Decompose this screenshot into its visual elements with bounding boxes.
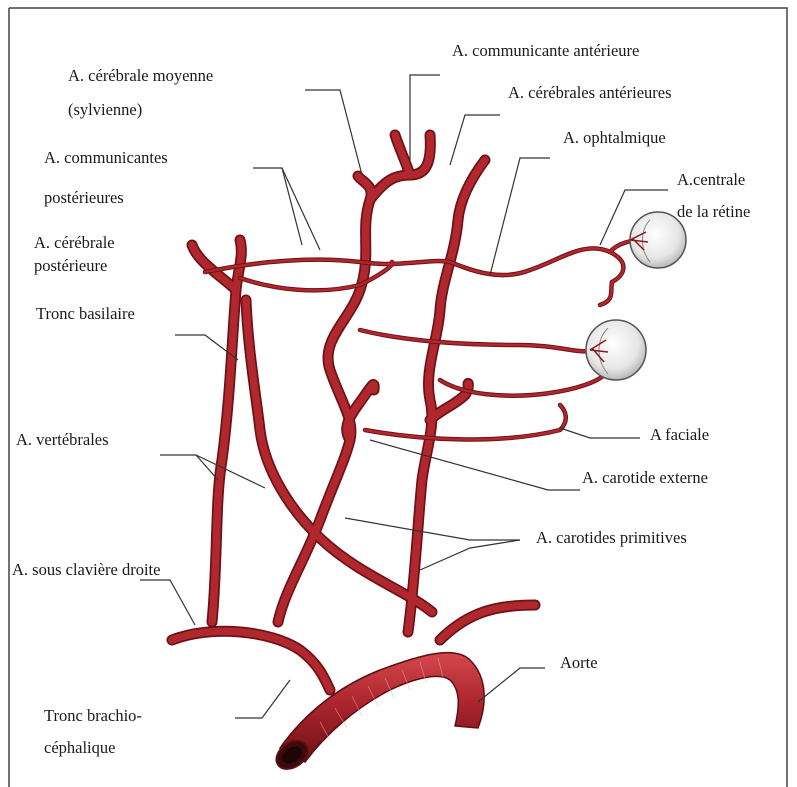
label-cephalique: céphalique xyxy=(44,740,115,757)
label-tronc-basilaire: Tronc basilaire xyxy=(36,306,135,323)
aorta-shape xyxy=(271,653,484,775)
label-posterieures: postérieures xyxy=(44,190,124,207)
label-carotides-primitives: A. carotides primitives xyxy=(536,530,687,547)
label-cerebrale: A. cérébrale xyxy=(34,235,115,252)
label-de-la-retine: de la rétine xyxy=(677,204,750,221)
label-posterieure: postérieure xyxy=(34,258,107,275)
label-centrale: A.centrale xyxy=(677,172,745,189)
label-communicantes: A. communicantes xyxy=(44,150,168,167)
label-faciale: A faciale xyxy=(650,427,709,444)
label-carotide-externe: A. carotide externe xyxy=(582,470,708,487)
label-tronc-brachio: Tronc brachio- xyxy=(44,708,142,725)
label-ophtalmique: A. ophtalmique xyxy=(563,130,666,147)
label-sylvienne: (sylvienne) xyxy=(68,102,142,119)
label-cerebrales-anterieures: A. cérébrales antérieures xyxy=(508,85,672,102)
artery-network xyxy=(172,135,650,690)
eye-lower xyxy=(586,320,646,380)
label-aorte: Aorte xyxy=(560,655,598,672)
label-communicante-anterieure: A. communicante antérieure xyxy=(452,43,639,60)
label-vertebrales: A. vertébrales xyxy=(16,432,109,449)
label-cerebrale-moyenne: A. cérébrale moyenne xyxy=(68,68,213,85)
label-sous-claviere: A. sous clavière droite xyxy=(12,562,160,579)
